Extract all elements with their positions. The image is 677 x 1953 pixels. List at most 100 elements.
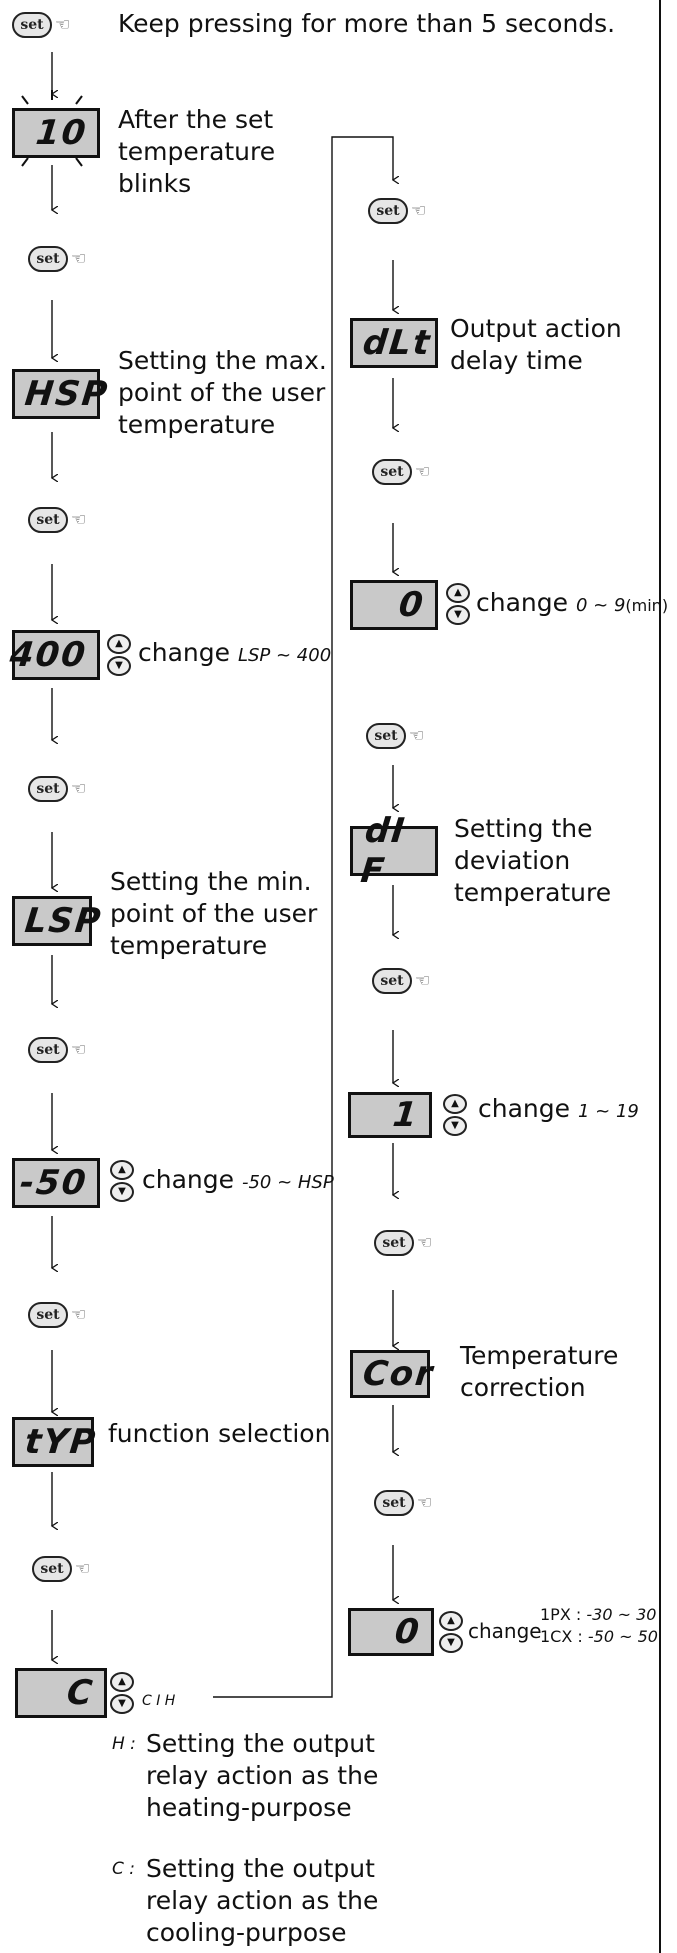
set-button-label: set [372,459,412,485]
display-blink: 10 [12,108,100,158]
set-button-label: set [28,1037,68,1063]
display-typ: tYP [12,1417,99,1467]
down-arrow-icon[interactable]: ▼ [443,1116,467,1136]
set-button-label: set [374,1490,414,1516]
set-button[interactable]: set ☜ [32,1556,90,1582]
display-value: dI F [358,811,409,891]
display-value: 0 [397,585,428,625]
set-button-label: set [28,776,68,802]
display-value: C [64,1673,97,1713]
hand-press-icon: ☜ [71,779,87,799]
down-arrow-icon[interactable]: ▼ [446,605,470,625]
hand-press-icon: ☜ [417,1493,433,1513]
set-button[interactable]: set ☜ [28,246,86,272]
column-connector [213,136,393,1698]
range-typ: C I H [142,1693,176,1709]
display-cor-value: 0 [348,1608,434,1656]
set-button[interactable]: set ☜ [28,507,86,533]
display-lsp: LSP [12,896,104,946]
display-lsp-value: -50 [12,1158,100,1208]
updown-buttons[interactable]: ▲ ▼ [110,1160,136,1204]
set-button[interactable]: set ☜ [374,1230,432,1256]
hand-press-icon: ☜ [411,201,427,221]
set-button[interactable]: set ☜ [372,968,430,994]
display-typ-value: C [15,1668,107,1718]
updown-buttons[interactable]: ▲ ▼ [110,1672,136,1716]
hand-press-icon: ☜ [417,1233,433,1253]
set-button-label: set [28,246,68,272]
up-arrow-icon[interactable]: ▲ [110,1160,134,1180]
up-arrow-icon[interactable]: ▲ [446,583,470,603]
set-button-label: set [368,198,408,224]
display-cor: Cor [350,1350,436,1398]
hand-press-icon: ☜ [71,510,87,530]
hand-press-icon: ☜ [415,462,431,482]
set-button[interactable]: set ☜ [12,12,70,38]
down-arrow-icon[interactable]: ▼ [110,1182,134,1202]
display-dlt-value: 0 [350,580,438,630]
change-cor: change [468,1619,542,1643]
down-arrow-icon[interactable]: ▼ [107,656,131,676]
set-button[interactable]: set ☜ [372,459,430,485]
display-value: HSP [22,374,111,414]
display-value: 1 [391,1095,422,1135]
blink-mark [21,95,29,105]
blink-mark [75,157,83,167]
set-button[interactable]: set ☜ [28,1302,86,1328]
set-button[interactable]: set ☜ [366,723,424,749]
up-arrow-icon[interactable]: ▲ [439,1611,463,1631]
display-value: -50 [17,1163,90,1203]
display-value: tYP [22,1422,99,1462]
range-lsp: change -50 ~ HSP [142,1165,334,1194]
set-button-label: set [366,723,406,749]
updown-buttons[interactable]: ▲ ▼ [439,1611,465,1655]
set-button-label: set [32,1556,72,1582]
updown-buttons[interactable]: ▲ ▼ [107,634,133,678]
hand-press-icon: ☜ [71,249,87,269]
set-button-label: set [372,968,412,994]
display-hsp-value: 400 [8,630,100,680]
hand-press-icon: ☜ [409,726,425,746]
blink-mark [75,95,83,105]
set-button[interactable]: set ☜ [368,198,426,224]
top-instruction: Keep pressing for more than 5 seconds. [118,9,616,38]
set-button-label: set [12,12,52,38]
updown-buttons[interactable]: ▲ ▼ [446,583,472,627]
hand-press-icon: ☜ [415,971,431,991]
set-button[interactable]: set ☜ [28,1037,86,1063]
display-dif: dI F [350,811,438,891]
display-dlt: dLt [350,318,438,368]
updown-buttons[interactable]: ▲ ▼ [443,1094,469,1138]
hand-press-icon: ☜ [55,15,71,35]
up-arrow-icon[interactable]: ▲ [443,1094,467,1114]
display-value: Cor [360,1354,437,1394]
set-button[interactable]: set ☜ [374,1490,432,1516]
range-cor: 1PX : -30 ~ 30 1CX : -50 ~ 50 [540,1605,658,1646]
set-button[interactable]: set ☜ [28,776,86,802]
set-button-label: set [28,1302,68,1328]
display-value: dLt [360,323,434,363]
down-arrow-icon[interactable]: ▼ [439,1633,463,1653]
display-value: 0 [393,1612,424,1652]
display-value: 400 [7,635,90,675]
display-dif-value: 1 [348,1092,432,1138]
blink-mark [21,157,29,167]
display-value: LSP [22,901,105,941]
display-value: 10 [33,113,90,153]
set-button-label: set [28,507,68,533]
up-arrow-icon[interactable]: ▲ [110,1672,134,1692]
hand-press-icon: ☜ [71,1305,87,1325]
down-arrow-icon[interactable]: ▼ [110,1694,134,1714]
display-hsp: HSP [12,369,111,419]
up-arrow-icon[interactable]: ▲ [107,634,131,654]
hand-press-icon: ☜ [71,1040,87,1060]
label-typ: function selection [108,1419,331,1448]
